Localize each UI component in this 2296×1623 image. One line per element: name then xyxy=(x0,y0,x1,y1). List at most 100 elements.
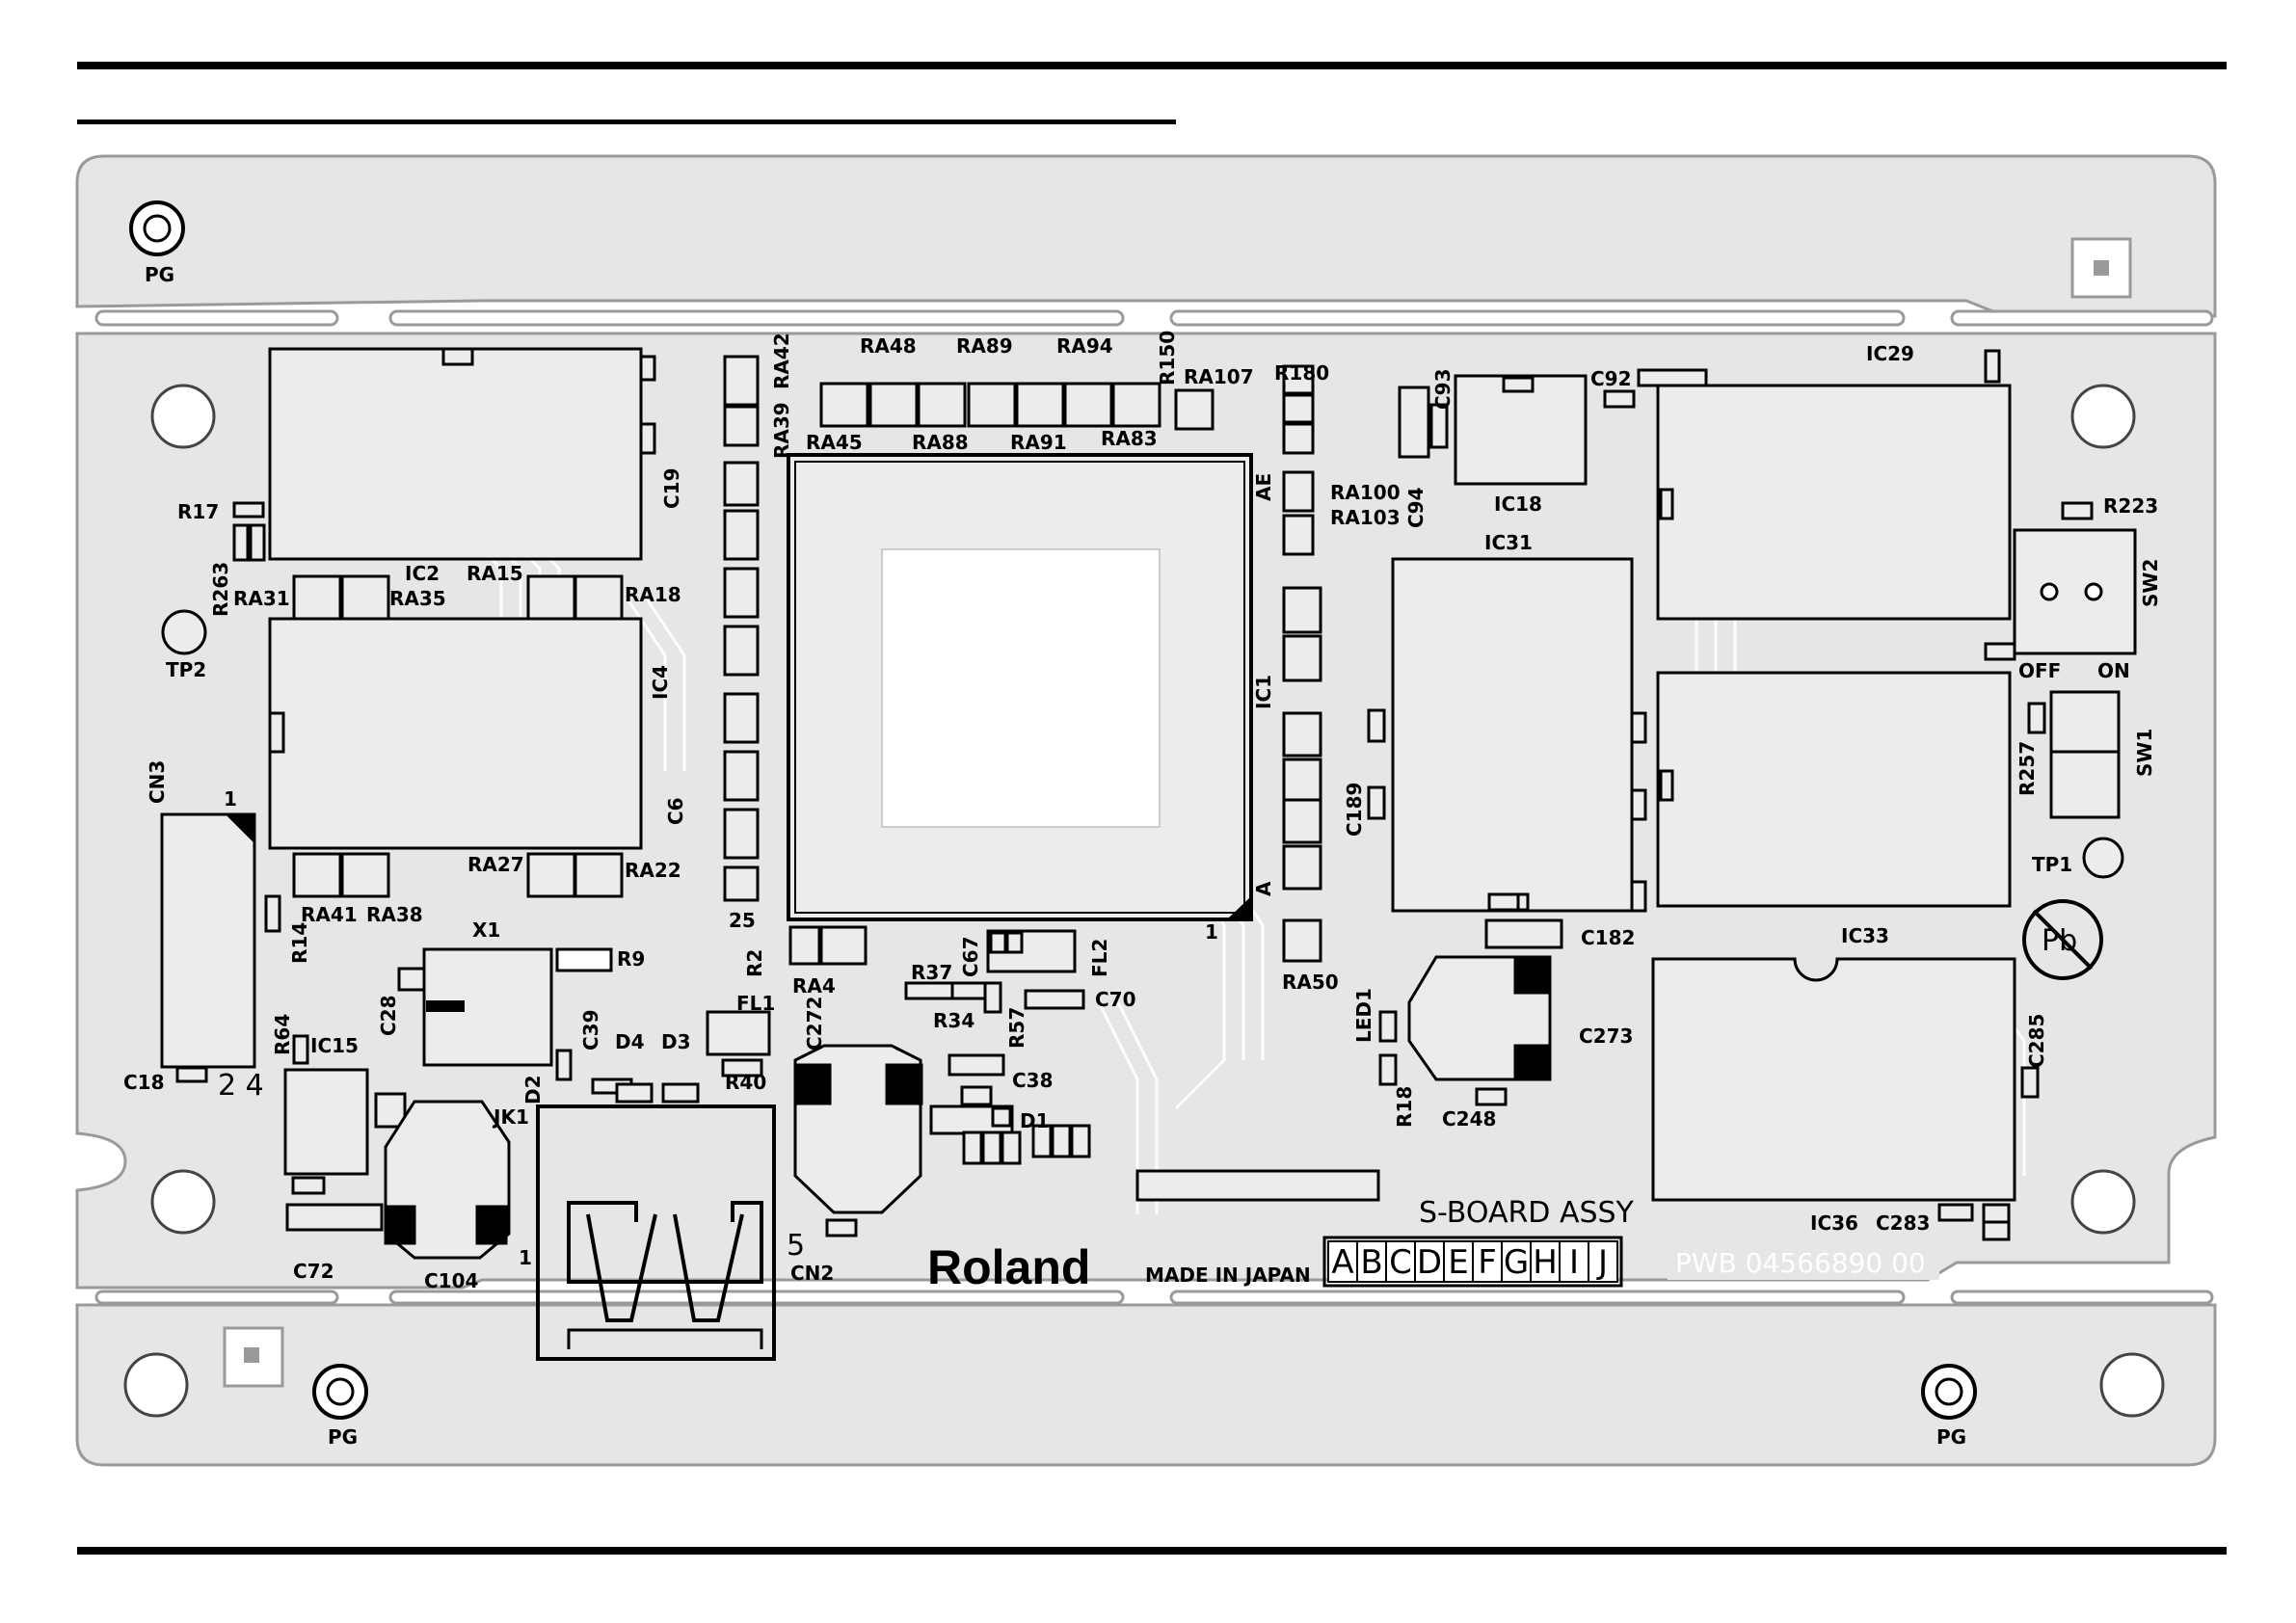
revision-box xyxy=(1327,1240,1358,1283)
c273-capacitor xyxy=(1407,892,1563,1081)
silkscreen-labels: PG PG PG TP2 TP1 Pb IC2 RA15 RA31 RA35 R… xyxy=(123,263,2162,1449)
ra50-label: RA50 xyxy=(1282,971,1339,994)
revision-frame xyxy=(1322,1236,1623,1288)
revision-letter: I xyxy=(1569,1243,1579,1282)
ic15-label: IC15 xyxy=(310,1034,359,1057)
c273-label: C273 xyxy=(1579,1024,1633,1048)
c93-label: C93 xyxy=(1431,368,1455,410)
pwb-background xyxy=(1668,1241,1939,1280)
ra27-label: RA27 xyxy=(467,853,524,876)
ic33-label: IC33 xyxy=(1841,924,1889,947)
d4-label: D4 xyxy=(615,1030,645,1053)
r2-label: R2 xyxy=(743,949,766,977)
a-label: A xyxy=(1252,881,1275,896)
ic31-label: IC31 xyxy=(1484,531,1533,554)
bottom-rule xyxy=(77,1547,2227,1555)
c92-label: C92 xyxy=(1590,367,1632,390)
ra15-label: RA15 xyxy=(467,562,523,585)
origin-label: MADE IN JAPAN xyxy=(1145,1264,1311,1287)
c39-label: C39 xyxy=(579,1009,602,1051)
ra107-label: RA107 xyxy=(1184,365,1254,388)
led1-label: LED1 xyxy=(1352,988,1375,1043)
c38-label: C38 xyxy=(1012,1069,1054,1092)
ic18-label: IC18 xyxy=(1494,492,1542,516)
off-label: OFF xyxy=(2018,659,2061,682)
cn2-connector xyxy=(536,1104,776,1361)
passives xyxy=(232,368,2094,1241)
revision-box xyxy=(1559,1240,1589,1283)
ra22-label: RA22 xyxy=(625,859,681,882)
pin25-label: 25 xyxy=(729,909,756,932)
revision-box xyxy=(1356,1240,1387,1283)
revision-letter: C xyxy=(1389,1243,1412,1282)
lead-free-symbol xyxy=(2022,899,2103,980)
c18-label: C18 xyxy=(123,1071,165,1094)
revision-letter: G xyxy=(1504,1243,1529,1282)
c189-label: C189 xyxy=(1343,783,1366,837)
r40-label: R40 xyxy=(725,1071,766,1094)
c283-label: C283 xyxy=(1876,1211,1930,1235)
c70-label: C70 xyxy=(1095,988,1136,1011)
c104-label: C104 xyxy=(424,1269,478,1292)
jk1-pin1-label: 1 xyxy=(519,1246,532,1269)
ra83-label: RA83 xyxy=(1101,427,1158,450)
tp1-label: TP1 xyxy=(2032,853,2072,876)
ra31-label: RA31 xyxy=(233,587,290,610)
cn3-connector xyxy=(160,812,256,1083)
revision-letter: A xyxy=(1331,1243,1353,1282)
r223-label: R223 xyxy=(2103,494,2158,518)
ic33-chip xyxy=(1651,957,2016,1202)
ra4-label: RA4 xyxy=(792,974,836,998)
cn3-pin24-label: 2 4 xyxy=(218,1069,264,1103)
jk1-label: JK1 xyxy=(492,1105,529,1129)
ra94-label: RA94 xyxy=(1056,334,1113,358)
ic36-label: IC36 xyxy=(1810,1211,1858,1235)
ra45-label: RA45 xyxy=(806,431,863,454)
brand-logo: Roland xyxy=(927,1240,1090,1294)
revision-letter: H xyxy=(1533,1243,1558,1282)
jk1-jack xyxy=(285,1100,511,1260)
d2-label: D2 xyxy=(521,1075,545,1104)
ic29-label: IC29 xyxy=(1866,342,1914,365)
ic29-chip xyxy=(1656,349,2012,621)
pg-label: PG xyxy=(145,263,174,286)
ra88-label: RA88 xyxy=(912,431,969,454)
ra41-label: RA41 xyxy=(301,903,358,926)
c67-label: C67 xyxy=(959,936,982,977)
ic1-label: IC1 xyxy=(1252,675,1275,709)
r64-label: R64 xyxy=(271,1014,294,1055)
ic15-chip xyxy=(283,1068,407,1195)
sw1-switch xyxy=(2049,690,2121,819)
revision-box xyxy=(1472,1240,1503,1283)
c248-label: C248 xyxy=(1442,1107,1496,1131)
r263-label: R263 xyxy=(209,562,232,617)
ic2-label: IC2 xyxy=(405,562,440,585)
mounting-holes xyxy=(123,384,2165,1418)
pg-pad-top-left xyxy=(129,200,185,256)
r257-label: R257 xyxy=(2016,741,2039,796)
on-label: ON xyxy=(2097,659,2130,682)
r14-label: R14 xyxy=(288,922,311,964)
pwb-number: PWB 04566890 00 xyxy=(1675,1247,1926,1279)
pg-label: PG xyxy=(1936,1425,1966,1449)
cn2-label: CN2 xyxy=(790,1262,834,1285)
revision-letter: J xyxy=(1596,1243,1608,1282)
x1-label: X1 xyxy=(472,918,500,942)
cn3-pin1-label: 1 xyxy=(224,787,237,811)
ic4-label: IC4 xyxy=(649,665,672,700)
c182-label: C182 xyxy=(1581,926,1635,949)
ra48-label: RA48 xyxy=(860,334,917,358)
revision-letter: D xyxy=(1417,1243,1442,1282)
board-slots xyxy=(94,309,2214,1305)
c6-label: C6 xyxy=(664,797,687,825)
cn3-label: CN3 xyxy=(146,760,169,804)
ra39-label: RA39 xyxy=(770,402,793,459)
ic4-chip xyxy=(268,617,643,850)
resistor-arrays xyxy=(292,355,1380,1202)
c272-capacitor xyxy=(793,1044,923,1214)
ra103-label: RA103 xyxy=(1330,506,1401,529)
ra18-label: RA18 xyxy=(625,583,681,606)
cn2-pin5-label: 5 xyxy=(787,1229,805,1263)
